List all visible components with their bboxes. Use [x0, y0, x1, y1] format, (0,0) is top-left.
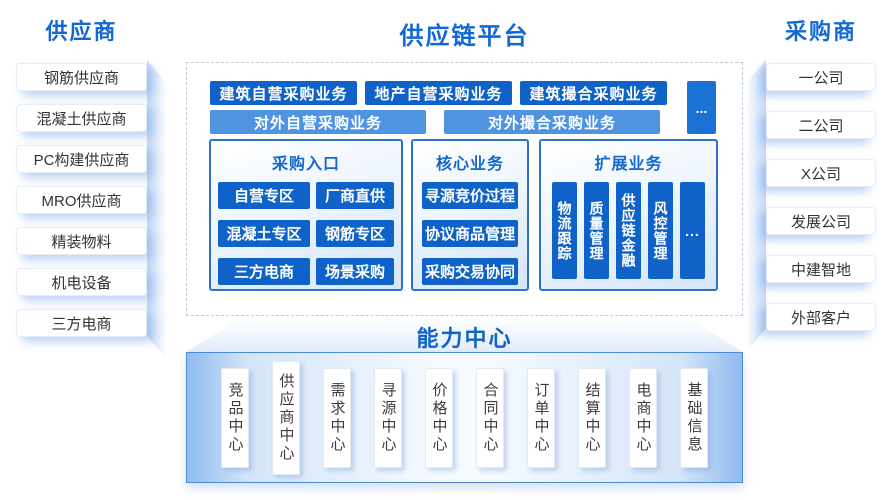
panel-title: 核心业务: [435, 156, 504, 173]
capability-top-face: [186, 318, 743, 352]
suppliers-column: 供应商 钢筋供应商 混凝土供应商 PC构建供应商 MRO供应商 精装物料 机电设…: [16, 14, 147, 350]
capability-item: 寻源中心: [374, 367, 402, 468]
entry-chip: 三方电商: [218, 258, 310, 285]
capability-item: 电商中心: [629, 367, 657, 468]
business-more-ellipsis: ...: [687, 81, 716, 134]
core-list: 寻源竞价过程 协议商品管理 采购交易协同: [413, 182, 527, 285]
entry-chip: 厂商直供: [316, 182, 394, 209]
core-chip: 寻源竞价过程: [422, 182, 518, 209]
buyer-item: X公司: [766, 159, 876, 187]
panel-title: 采购入口: [271, 156, 340, 173]
capability-item: 合同中心: [476, 367, 504, 468]
platform-title: 供应链平台: [399, 23, 530, 50]
entry-chip: 自营专区: [218, 182, 310, 209]
buyers-title: 采购商: [784, 19, 857, 44]
panel-extended-business: 扩展业务 物流跟踪 质量管理 供应链金融 风控管理 ...: [539, 139, 718, 291]
capability-title: 能力中心: [416, 326, 513, 351]
extended-chip: 质量管理: [584, 182, 609, 279]
platform-container: 建筑自营采购业务 地产自营采购业务 建筑撮合采购业务 对外自营采购业务 对外撮合…: [186, 62, 743, 316]
buyer-item: 外部客户: [766, 303, 876, 331]
capability-body: 竞品中心 供应商中心 需求中心 寻源中心 价格中心 合同中心 订单中心 结算中心…: [186, 352, 743, 483]
buyer-item: 二公司: [766, 111, 876, 139]
supplier-item: 精装物料: [16, 227, 147, 255]
capability-item: 基础信息: [680, 367, 708, 468]
entry-chip: 钢筋专区: [316, 220, 394, 247]
suppliers-title: 供应商: [45, 19, 118, 44]
capability-item: 结算中心: [578, 367, 606, 468]
capability-item: 供应商中心: [272, 360, 300, 475]
core-chip: 采购交易协同: [422, 258, 518, 285]
extended-chip: 物流跟踪: [552, 182, 577, 279]
buyer-item: 中建智地: [766, 255, 876, 283]
supplier-item: 钢筋供应商: [16, 63, 147, 91]
entry-grid: 自营专区 厂商直供 混凝土专区 钢筋专区 三方电商 场景采购: [211, 182, 401, 285]
capability-center: 能力中心 竞品中心 供应商中心 需求中心 寻源中心 价格中心 合同中心 订单中心…: [186, 318, 743, 490]
supplier-item: PC构建供应商: [16, 145, 147, 173]
entry-chip: 混凝土专区: [218, 220, 310, 247]
extended-more-ellipsis: ...: [680, 182, 705, 279]
capability-item: 竞品中心: [221, 367, 249, 468]
capability-item: 订单中心: [527, 367, 555, 468]
capability-item: 需求中心: [323, 367, 351, 468]
extended-chip: 供应链金融: [616, 182, 641, 279]
buyer-item: 发展公司: [766, 207, 876, 235]
capability-item: 价格中心: [425, 367, 453, 468]
supplier-item: 三方电商: [16, 309, 147, 337]
business-chip: 地产自营采购业务: [365, 81, 512, 105]
supplier-item: MRO供应商: [16, 186, 147, 214]
business-row-1: 建筑自营采购业务 地产自营采购业务 建筑撮合采购业务: [210, 81, 667, 105]
business-chip: 对外撮合采购业务: [444, 110, 660, 134]
core-chip: 协议商品管理: [422, 220, 518, 247]
left-connector-glow: [147, 60, 167, 360]
business-chip: 建筑自营采购业务: [210, 81, 357, 105]
panel-title: 扩展业务: [594, 156, 663, 173]
buyer-item: 一公司: [766, 63, 876, 91]
business-chip: 建筑撮合采购业务: [520, 81, 667, 105]
buyers-column: 采购商 一公司 二公司 X公司 发展公司 中建智地 外部客户: [766, 14, 876, 351]
panel-core-business: 核心业务 寻源竞价过程 协议商品管理 采购交易协同: [411, 139, 529, 291]
panels-row: 采购入口 自营专区 厂商直供 混凝土专区 钢筋专区 三方电商 场景采购 核心业务…: [209, 139, 718, 291]
right-connector-glow: [746, 60, 766, 352]
business-rows: 建筑自营采购业务 地产自营采购业务 建筑撮合采购业务 对外自营采购业务 对外撮合…: [210, 81, 667, 134]
business-row-2: 对外自营采购业务 对外撮合采购业务: [210, 110, 667, 134]
entry-chip: 场景采购: [316, 258, 394, 285]
panel-procurement-entry: 采购入口 自营专区 厂商直供 混凝土专区 钢筋专区 三方电商 场景采购: [209, 139, 403, 291]
business-chip: 对外自营采购业务: [210, 110, 426, 134]
extended-chip: 风控管理: [648, 182, 673, 279]
supplier-item: 机电设备: [16, 268, 147, 296]
supplier-item: 混凝土供应商: [16, 104, 147, 132]
extended-row: 物流跟踪 质量管理 供应链金融 风控管理 ...: [541, 182, 716, 279]
